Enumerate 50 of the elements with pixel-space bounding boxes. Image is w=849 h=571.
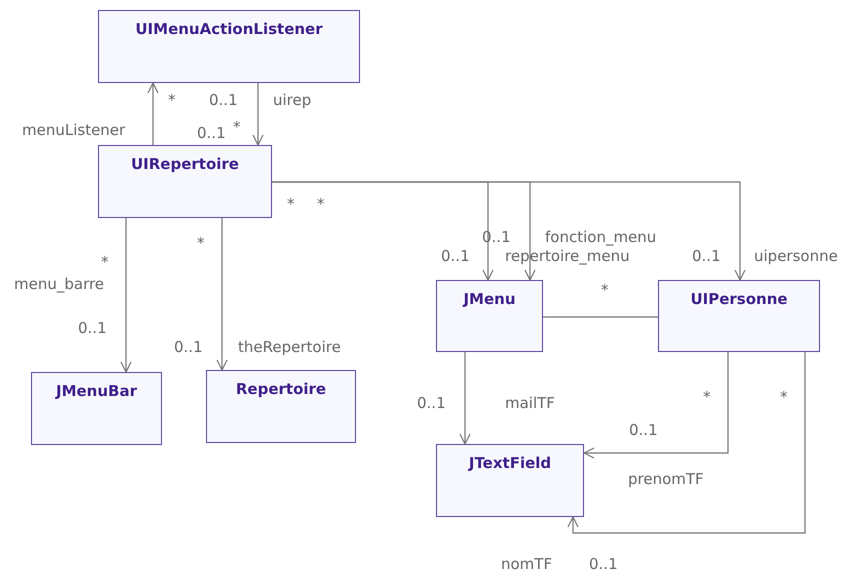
association-arrow: [147, 82, 159, 145]
role-name: prenomTF: [628, 470, 704, 488]
class-name: UIRepertoire: [130, 155, 240, 173]
class-name: Repertoire: [234, 380, 328, 398]
multiplicity: 0..1: [441, 247, 470, 265]
role-name: mailTF: [505, 394, 555, 412]
association-arrow: [272, 181, 746, 281]
multiplicity: *: [703, 388, 710, 406]
multiplicity: 0..1: [209, 91, 238, 109]
association-arrow: [252, 83, 264, 146]
role-name: uirep: [273, 91, 312, 109]
association-arrow: [567, 352, 806, 534]
multiplicity: 0..1: [629, 421, 658, 439]
role-name: theRepertoire: [238, 338, 341, 356]
multiplicity: *: [101, 253, 108, 271]
class-name: JMenuBar: [54, 382, 138, 400]
class-name: JMenu: [462, 290, 517, 308]
class-box: [436, 280, 543, 352]
class-name: UIMenuActionListener: [134, 20, 324, 38]
class-box: [436, 444, 584, 517]
multiplicity: *: [601, 281, 608, 299]
multiplicity: *: [168, 91, 176, 109]
class-name: JTextField: [467, 454, 552, 472]
multiplicity: *: [197, 234, 204, 252]
multiplicity: 0..1: [78, 319, 107, 337]
association-arrow: [120, 218, 132, 373]
multiplicity: *: [780, 388, 788, 406]
role-name: fonction_menu: [545, 228, 656, 246]
role-name: menuListener: [22, 121, 126, 139]
role-name: uipersonne: [754, 247, 838, 265]
association-arrow: [459, 352, 471, 445]
class-name: UIPersonne: [689, 290, 789, 308]
multiplicity: 0..1: [692, 247, 721, 265]
association-arrow: [216, 218, 228, 371]
class-box: [658, 280, 820, 352]
multiplicity: 0..1: [197, 124, 226, 142]
multiplicity: 0..1: [589, 555, 618, 571]
multiplicity: *: [287, 195, 294, 213]
role-name: nomTF: [501, 555, 552, 571]
multiplicity: 0..1: [417, 394, 446, 412]
class-box: [31, 372, 162, 445]
multiplicity: *: [233, 118, 240, 136]
multiplicity: 0..1: [174, 338, 203, 356]
role-name: menu_barre: [14, 275, 104, 293]
class-box: [98, 10, 360, 83]
association-line: [543, 316, 658, 318]
association-arrow: [583, 352, 729, 459]
class-box: [98, 145, 272, 218]
multiplicity: *: [317, 195, 324, 213]
class-box: [206, 370, 356, 443]
